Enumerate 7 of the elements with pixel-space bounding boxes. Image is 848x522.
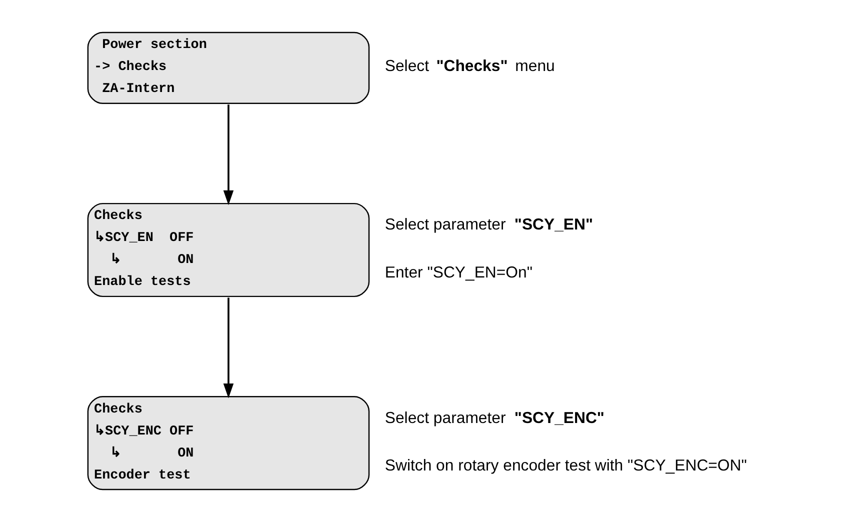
node-label: Select "Checks" menu — [384, 58, 555, 75]
node-label: Switch on rotary encoder test with "SCY_ENC=ON" — [384, 457, 747, 474]
node-label: Enter "SCY_EN=On" — [384, 264, 533, 282]
arrow — [223, 104, 234, 206]
node-label: Select parameter "SCY_EN" — [384, 216, 594, 234]
node-label: Select parameter "SCY_ENC" — [384, 410, 604, 427]
arrow — [223, 298, 234, 398]
